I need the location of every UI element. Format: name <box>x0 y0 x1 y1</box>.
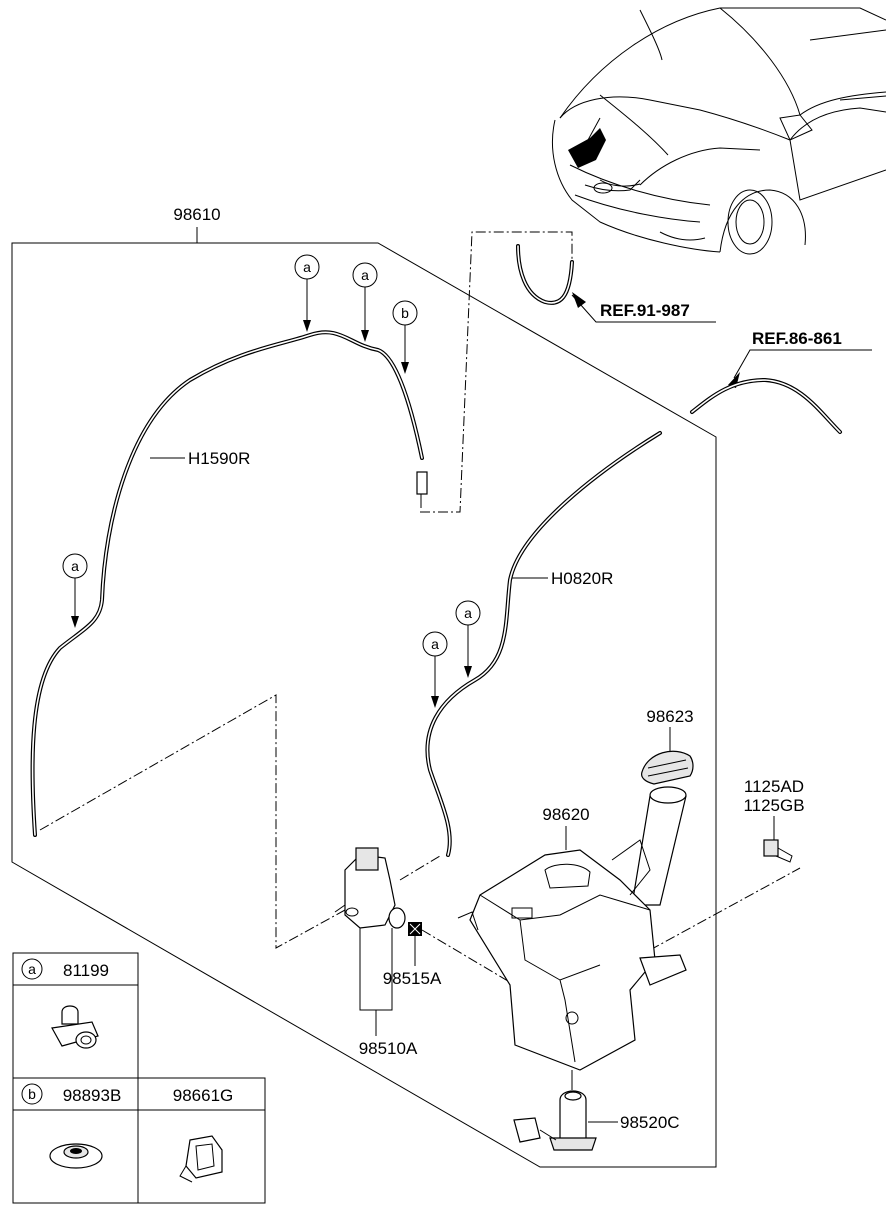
clip-81199-icon <box>51 1005 99 1049</box>
legend-row-a-part: 81199 <box>63 961 109 980</box>
assembly-outline: 98610 <box>11 205 717 1168</box>
callout-a-2: a <box>361 267 369 283</box>
callout-b-1: b <box>401 305 409 321</box>
label-98520c: 98520C <box>620 1113 680 1132</box>
bolt-1125: 1125AD 1125GB <box>743 777 805 863</box>
hose-h1590r: H1590R <box>30 330 428 837</box>
label-h1590r: H1590R <box>188 449 250 468</box>
filter-98515a: 98515A <box>383 922 442 988</box>
hose-callouts: a a b a a a <box>62 254 481 708</box>
label-98623: 98623 <box>646 707 693 726</box>
reservoir-98620: 98620 <box>457 786 687 1071</box>
legend-row-b-part-2: 98661G <box>173 1086 234 1105</box>
label-98620: 98620 <box>542 805 589 824</box>
guide-lines <box>39 694 801 1001</box>
ref-86-861: REF.86-861 <box>690 329 872 434</box>
car-illustration <box>552 7 886 255</box>
ref-91-987-label: REF.91-987 <box>600 301 690 320</box>
hose-h0820r: H0820R <box>425 431 662 857</box>
legend-row-b-letter: b <box>28 1086 36 1102</box>
label-h0820r: H0820R <box>551 569 613 588</box>
callout-a-5: a <box>431 636 439 652</box>
label-1125gb: 1125GB <box>743 796 804 815</box>
callout-a-3: a <box>71 558 79 574</box>
legend-row-a-letter: a <box>28 961 36 977</box>
label-98515a: 98515A <box>383 969 442 988</box>
ref-86-861-label: REF.86-861 <box>752 329 842 348</box>
cap-98623: 98623 <box>641 707 694 785</box>
label-98510a: 98510A <box>359 1039 418 1058</box>
grommet-98893b-icon <box>49 1143 103 1169</box>
ref-91-987-inset: REF.91-987 <box>420 231 716 513</box>
callout-a-1: a <box>303 259 311 275</box>
callout-a-4: a <box>464 605 472 621</box>
pump-98510a: 98510A <box>334 847 418 1058</box>
clip-98661g-icon <box>179 1135 223 1183</box>
label-1125ad: 1125AD <box>744 777 804 796</box>
legend-table: a 81199 b 98893B 98661G <box>12 952 266 1204</box>
label-98610: 98610 <box>173 205 220 224</box>
sensor-98520c: 98520C <box>513 1070 680 1151</box>
legend-row-b-part-1: 98893B <box>63 1086 122 1105</box>
